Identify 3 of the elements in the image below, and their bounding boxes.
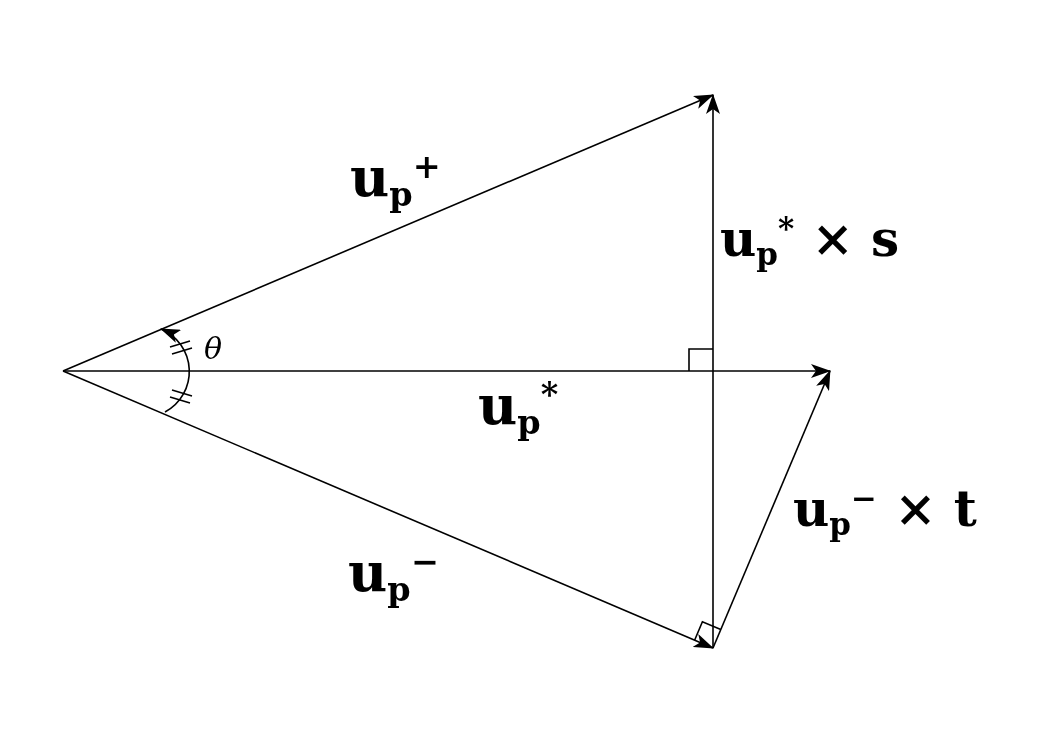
vector-label: u$_{p}$$^{*}$ × s	[720, 213, 900, 271]
vector-label: u$_{p}$$^{−}$ × t	[793, 483, 977, 541]
angle-label: θ	[204, 334, 223, 364]
